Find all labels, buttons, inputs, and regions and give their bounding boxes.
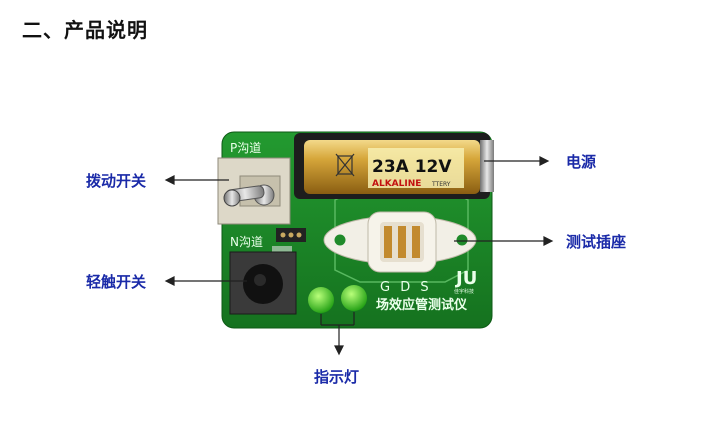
brand-logo: JU bbox=[454, 268, 477, 289]
recycle-bin-icon bbox=[337, 155, 353, 175]
label-indicator: 指示灯 bbox=[314, 368, 360, 386]
product-name: 场效应管测试仪 bbox=[376, 297, 468, 313]
p-channel-label: P沟道 bbox=[230, 141, 261, 155]
label-toggle-switch: 拨动开关 bbox=[86, 172, 147, 190]
label-tactile-switch: 轻触开关 bbox=[86, 273, 147, 291]
led-left bbox=[308, 287, 334, 313]
led-right bbox=[341, 285, 367, 311]
label-power: 电源 bbox=[566, 153, 597, 171]
section-heading: 二、产品说明 bbox=[22, 18, 148, 42]
battery-model: 23A 12V bbox=[372, 157, 452, 177]
pin-labels: G D S bbox=[380, 280, 432, 295]
label-test-socket: 测试插座 bbox=[566, 233, 627, 251]
battery-contact-right bbox=[480, 140, 494, 192]
brand-logo-sub: 佳宇科技 bbox=[454, 288, 474, 295]
battery-brand: ALKALINE bbox=[372, 179, 421, 189]
battery-brand-suffix: TTERY bbox=[431, 181, 451, 188]
n-channel-label: N沟道 bbox=[230, 235, 263, 249]
